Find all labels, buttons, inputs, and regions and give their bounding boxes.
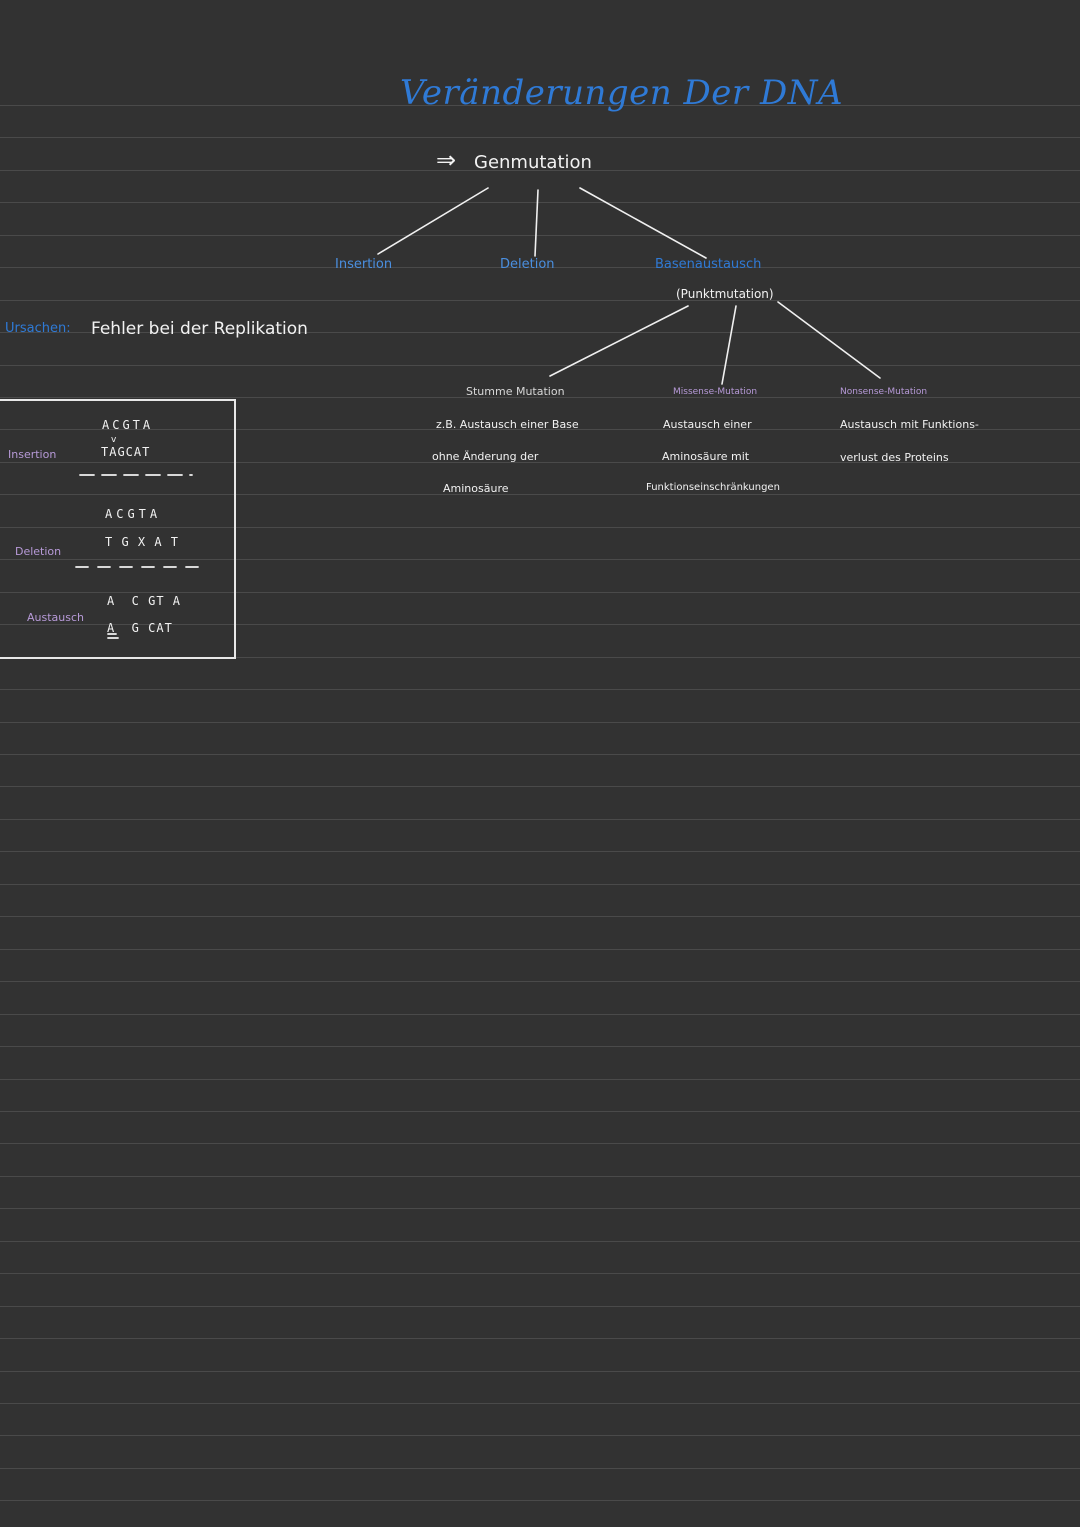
missense-line-3: Funktionseinschränkungen [646,482,780,493]
ruled-line [0,1435,1080,1436]
ruled-line [0,559,1080,560]
ruled-line [0,1014,1080,1015]
deletion-top-strand: ACGTA [105,507,162,521]
ruled-line [0,202,1080,203]
ruled-line [0,1468,1080,1469]
ruled-line [0,332,1080,333]
ruled-line [0,105,1080,106]
ruled-line [0,527,1080,528]
missense-line-1: Austausch einer [663,418,752,431]
austausch-bottom-strand: A G CAT [107,621,173,635]
ruled-line [0,1079,1080,1080]
stumme-line-1: z.B. Austausch einer Base [436,418,579,431]
ruled-line [0,1208,1080,1209]
ruled-line [0,429,1080,430]
connector-nonsense [777,301,881,379]
insertion-top-strand: ACGTA [102,418,154,432]
austausch-top-strand: A C GT A [107,594,182,608]
ruled-line [0,1046,1080,1047]
ruled-line [0,462,1080,463]
ursachen-label: Ursachen: [5,321,71,336]
missense-mutation-heading: Missense-Mutation [673,387,758,397]
examples-box [0,399,236,659]
stumme-mutation-heading: Stumme Mutation [466,385,565,398]
root-node-genmutation: Genmutation [474,152,592,173]
ruled-line [0,267,1080,268]
ruled-line [0,1241,1080,1242]
stumme-line-3: Aminosäure [443,482,509,495]
ruled-line [0,300,1080,301]
connector-basenaustausch [579,187,707,259]
ruled-line [0,657,1080,658]
ruled-line [0,981,1080,982]
ruled-line [0,1111,1080,1112]
ruled-line [0,235,1080,236]
stumme-line-2: ohne Änderung der [432,450,539,463]
ursachen-text: Fehler bei der Replikation [91,319,308,339]
insertion-bottom-strand: TAGCAT [101,445,151,459]
example-austausch-label: Austausch [27,611,85,624]
page-title: Veränderungen Der DNA [400,73,844,113]
branch-deletion: Deletion [500,257,555,272]
ruled-line [0,1273,1080,1274]
ruled-line [0,1371,1080,1372]
ruled-line [0,1176,1080,1177]
ruled-line [0,1143,1080,1144]
branch-insertion: Insertion [335,257,393,272]
ruled-line [0,397,1080,398]
ruled-line [0,1306,1080,1307]
ruled-line [0,494,1080,495]
nonsense-mutation-heading: Nonsense-Mutation [840,387,928,397]
ruled-line [0,592,1080,593]
ruled-line [0,949,1080,950]
ruled-line [0,786,1080,787]
ruled-line [0,916,1080,917]
ruled-line [0,624,1080,625]
ruled-line [0,884,1080,885]
ruled-line [0,1403,1080,1404]
ruled-line [0,1338,1080,1339]
nonsense-line-1: Austausch mit Funktions- [840,418,979,431]
ruled-line [0,689,1080,690]
ruled-line [0,170,1080,171]
ruled-line [0,754,1080,755]
branch-basenaustausch: Basenaustausch [655,257,762,272]
branch-punktmutation: (Punktmutation) [676,287,774,301]
connector-deletion [534,189,539,257]
missense-line-2: Aminosäure mit [662,450,750,463]
connector-missense [721,305,737,385]
ruled-line [0,1500,1080,1501]
nonsense-line-2: verlust des Proteins [840,451,949,464]
ruled-line [0,365,1080,366]
ruled-line [0,137,1080,138]
arrow-icon: ⇒ [436,146,457,174]
connector-insertion [377,187,489,255]
ruled-line [0,819,1080,820]
ruled-line [0,851,1080,852]
insertion-caret: v [111,435,117,445]
example-insertion-label: Insertion [8,448,57,461]
ruled-line [0,722,1080,723]
example-deletion-label: Deletion [15,545,62,558]
deletion-bottom-strand: T G X A T [105,535,180,549]
